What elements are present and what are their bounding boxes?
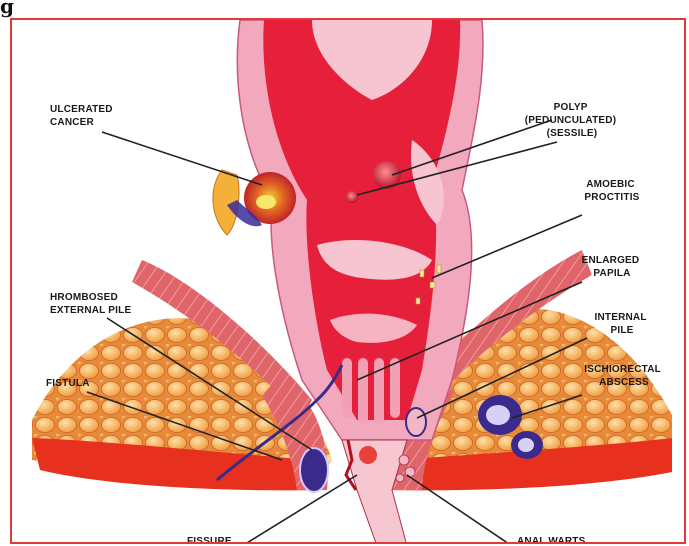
sentinel-tag — [359, 446, 377, 464]
label-thrombosed-external-pile: HROMBOSED EXTERNAL PILE — [50, 292, 131, 316]
label-ulcerated-cancer: ULCERATED CANCER — [50, 104, 116, 128]
corner-heading-fragment: g — [0, 0, 14, 18]
label-fissure: FISSURE — [187, 536, 232, 544]
label-anal-warts: ANAL WARTS — [517, 536, 586, 544]
anorectal-diagram: ULCERATED CANCER POLYP (PEDUNCULATED) (S… — [12, 20, 686, 544]
label-polyp: POLYP (PEDUNCULATED) (SESSILE) — [525, 102, 619, 139]
label-fistula: FISTULA — [46, 378, 90, 389]
external-pile — [300, 448, 328, 492]
label-amoebic-proctitis: AMOEBIC PROCTITIS — [584, 179, 639, 203]
internal-pile — [406, 408, 426, 436]
diagram-frame: ULCERATED CANCER POLYP (PEDUNCULATED) (S… — [10, 18, 686, 544]
label-internal-pile: INTERNAL PILE — [595, 312, 650, 336]
